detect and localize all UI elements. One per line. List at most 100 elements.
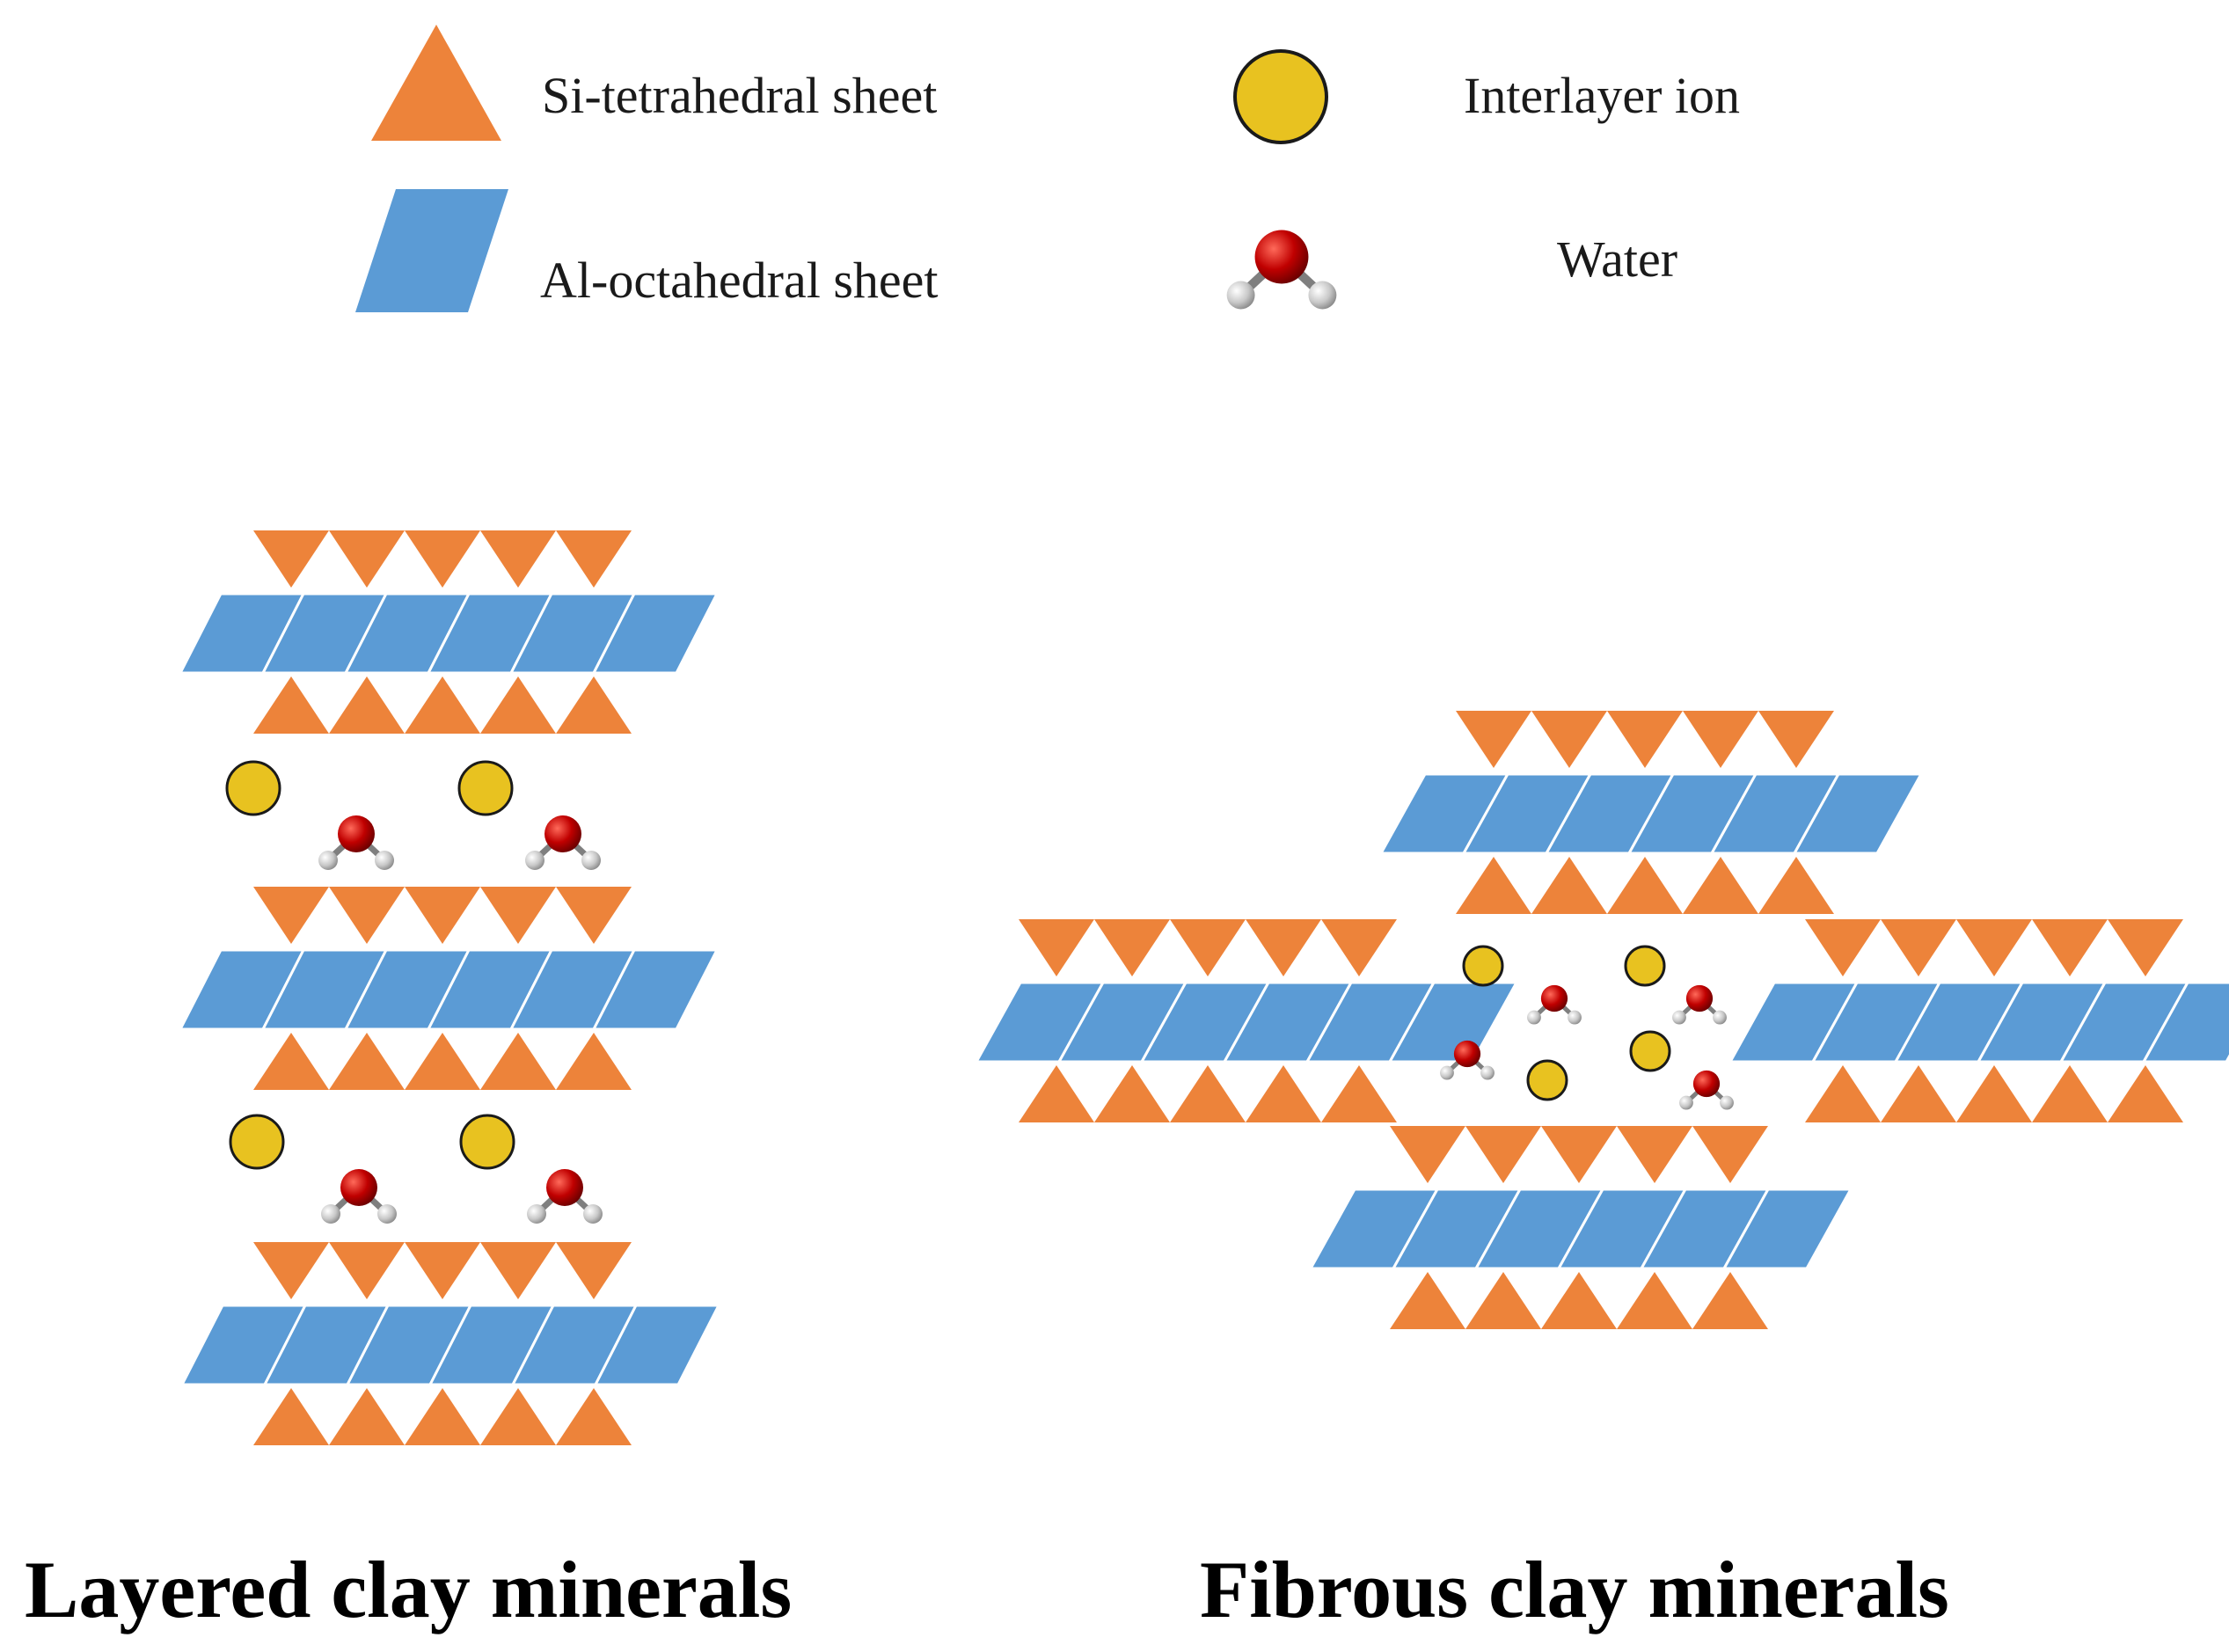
yellow-circle-icon <box>1233 49 1328 144</box>
hydrogen-atom <box>377 1204 397 1224</box>
tetrahedron <box>1805 1065 1881 1122</box>
tetrahedron <box>1465 1272 1541 1329</box>
tetrahedron <box>480 530 556 588</box>
tetrahedron <box>1617 1272 1692 1329</box>
tetrahedron <box>1456 711 1531 768</box>
tetrahedron <box>1531 711 1607 768</box>
tetrahedron <box>480 1388 556 1445</box>
tetrahedron <box>253 1388 329 1445</box>
tetrahedron <box>329 676 405 734</box>
tetrahedron <box>1321 919 1397 976</box>
tetrahedron <box>253 887 329 944</box>
hydrogen-atom <box>375 851 394 870</box>
tetrahedron <box>2032 1065 2108 1122</box>
tetrahedron <box>1019 1065 1094 1122</box>
tetrahedron <box>556 887 632 944</box>
octahedron <box>591 592 720 675</box>
tetrahedron <box>480 887 556 944</box>
interlayer-ion <box>1629 1030 1671 1072</box>
interlayer-ion <box>457 760 514 816</box>
water-molecule-icon <box>1226 230 1337 310</box>
interlayer-ion <box>1526 1059 1568 1101</box>
legend-item-tetrahedral: Si-tetrahedral sheet <box>371 25 937 141</box>
tetrahedron <box>556 1242 632 1299</box>
tetrahedron <box>1617 1126 1692 1183</box>
legend: Si-tetrahedral sheet Al-octahedral sheet… <box>355 25 1740 312</box>
water-molecule <box>525 815 601 870</box>
legend-label-octahedral: Al-octahedral sheet <box>540 252 939 309</box>
tetrahedral-sheet-top <box>1390 1126 1768 1183</box>
hydrogen-atom <box>525 851 544 870</box>
interlayer-space-1 <box>225 760 601 870</box>
interlayer-ion <box>229 1114 285 1170</box>
tot-layer-2 <box>178 887 720 1090</box>
channel-contents <box>1440 945 1734 1110</box>
tetrahedron <box>1246 919 1321 976</box>
hydrogen-atom <box>1480 1065 1495 1080</box>
oxygen-atom <box>1453 1040 1481 1068</box>
tetrahedron <box>556 530 632 588</box>
tetrahedron <box>1683 857 1758 914</box>
tetrahedron <box>1170 1065 1246 1122</box>
tetrahedron <box>2108 919 2183 976</box>
hydrogen-atom <box>1568 1010 1582 1025</box>
tetrahedron <box>1881 1065 1956 1122</box>
tetrahedral-sheet-bottom <box>253 676 632 734</box>
tetrahedral-sheet-top <box>253 887 632 944</box>
caption-fibrous: Fibrous clay minerals <box>1200 1545 1949 1634</box>
legend-item-ion: Interlayer ion <box>1233 49 1740 144</box>
tetrahedron <box>556 676 632 734</box>
tetrahedron <box>1881 919 1956 976</box>
octahedral-sheet <box>974 981 1519 1064</box>
tetrahedron <box>405 1242 480 1299</box>
tetrahedron <box>1956 919 2032 976</box>
tetrahedron <box>2032 919 2108 976</box>
interlayer-ion <box>1624 945 1666 987</box>
tetrahedron <box>405 887 480 944</box>
octahedron <box>593 1304 721 1386</box>
tetrahedron <box>1094 1065 1170 1122</box>
tetrahedron <box>556 1388 632 1445</box>
oxygen-atom <box>1540 984 1568 1012</box>
ribbon-top <box>1378 711 1924 914</box>
tetrahedron <box>253 676 329 734</box>
tetrahedron <box>1321 1065 1397 1122</box>
orange-triangle-icon <box>371 25 501 141</box>
oxygen-atom <box>340 1169 377 1206</box>
legend-label-water: Water <box>1557 230 1677 288</box>
tetrahedral-sheet-top <box>253 530 632 588</box>
tetrahedron <box>329 530 405 588</box>
tetrahedron <box>329 887 405 944</box>
hydrogen-atom <box>321 1204 340 1224</box>
tetrahedron <box>1692 1126 1768 1183</box>
tetrahedral-sheet-top <box>253 1242 632 1299</box>
octahedron <box>1721 1188 1853 1270</box>
tetrahedron <box>2108 1065 2183 1122</box>
water-molecule <box>1679 1070 1734 1110</box>
water-molecule <box>1440 1040 1495 1080</box>
oxygen-atom <box>338 815 375 852</box>
tot-layer-3 <box>179 1242 721 1445</box>
hydrogen-atom <box>1440 1065 1454 1080</box>
caption-layered: Layered clay minerals <box>25 1545 792 1634</box>
tetrahedral-sheet-bottom <box>253 1033 632 1090</box>
hydrogen-atom <box>1720 1095 1734 1110</box>
octahedral-sheet <box>178 592 720 675</box>
tetrahedron <box>1683 711 1758 768</box>
octahedral-sheet <box>1728 981 2229 1064</box>
tetrahedron <box>1531 857 1607 914</box>
oxygen-atom <box>544 815 581 852</box>
tetrahedron <box>405 1033 480 1090</box>
hydrogen-atom <box>1226 281 1255 310</box>
hydrogen-atom <box>1672 1010 1686 1025</box>
tetrahedron <box>1456 857 1531 914</box>
oxygen-atom <box>1254 230 1309 284</box>
tetrahedron <box>480 1242 556 1299</box>
ribbon-right <box>1728 919 2229 1122</box>
tetrahedron <box>1094 919 1170 976</box>
tetrahedral-sheet-bottom <box>1456 857 1834 914</box>
tetrahedron <box>1390 1126 1465 1183</box>
tetrahedral-sheet-top <box>1019 919 1397 976</box>
interlayer-ion <box>1462 945 1504 987</box>
interlayer-ion <box>225 760 281 816</box>
